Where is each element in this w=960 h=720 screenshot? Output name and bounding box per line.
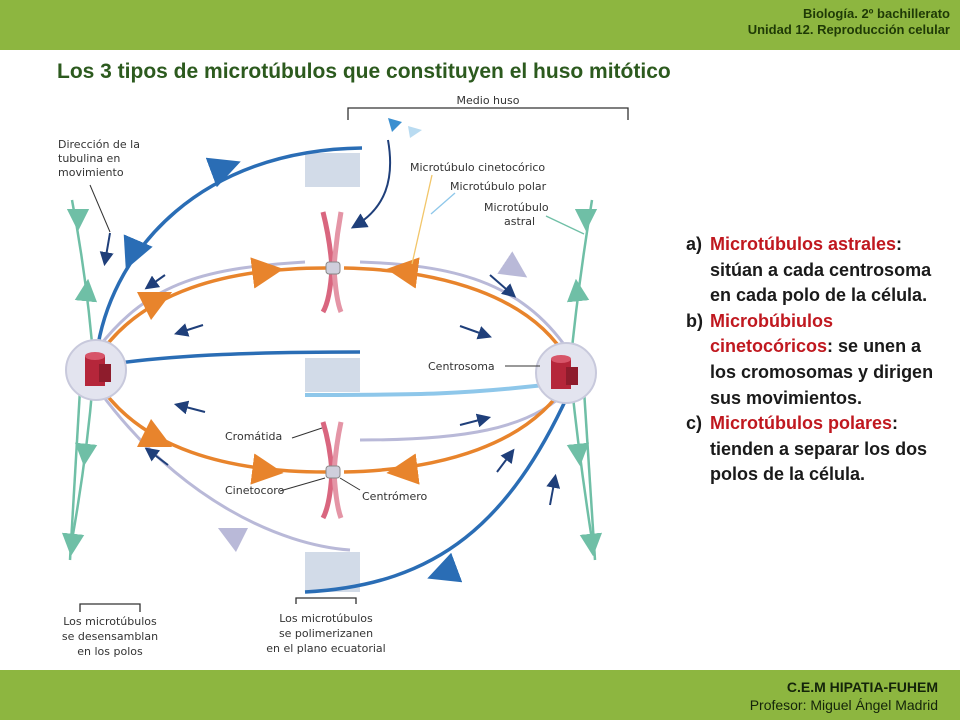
term-astrales: Microtúbulos astrales [710, 234, 897, 254]
label-polimerizan-1: Los microtúbulos [279, 612, 373, 625]
list-marker: a) [686, 234, 703, 254]
list-item: c) Microtúbulos polares: tienden a separ… [686, 411, 948, 488]
centrosome-left [65, 339, 127, 401]
term-description: : tienden a separar los dos polos de la … [710, 413, 928, 485]
curved-arrow [350, 139, 392, 229]
label-polar: Microtúbulo polar [450, 180, 547, 193]
footer-bar: C.E.M HIPATIA-FUHEM Profesor: Miguel Áng… [0, 670, 960, 720]
centrosome-right [535, 342, 597, 404]
label-cinetocoro: Cinetocoro [225, 484, 285, 497]
kinetochore-microtubules [94, 257, 570, 485]
course-info: Biología. 2º bachillerato Unidad 12. Rep… [748, 6, 950, 38]
label-cinetocorico: Microtúbulo cinetocórico [410, 161, 545, 174]
tubulin-subunits [388, 118, 422, 138]
mitotic-spindle-diagram: Medio huso Dirección de la tubulina en m… [58, 94, 629, 658]
footer-info: C.E.M HIPATIA-FUHEM Profesor: Miguel Áng… [750, 678, 938, 714]
list-marker: b) [686, 310, 703, 331]
term-description: : sitúan a cada centrosoma en cada polo … [710, 234, 932, 306]
label-centromero: Centrómero [362, 490, 428, 503]
term-description: : se unen a los cromosomas y dirigen sus… [710, 336, 934, 408]
term-cinetocoricos: Microbúbiulos cinetocóricos [710, 310, 833, 357]
leader-lines [89, 174, 585, 492]
microtubule-types-list: a) Microtúbulos astrales: sitúan a cada … [686, 232, 948, 488]
label-direccion-1: Dirección de la [58, 138, 140, 151]
label-desensamblan-1: Los microtúbulos [63, 615, 157, 628]
list-marker: c) [686, 413, 703, 434]
chromosome-top [320, 211, 344, 314]
label-astral-1: Microtúbulo [484, 201, 549, 214]
equatorial-plates [305, 153, 360, 592]
label-polimerizan-3: en el plano ecuatorial [266, 642, 385, 655]
unit-name: Unidad 12. Reproducción celular [747, 22, 950, 37]
label-centrosoma: Centrosoma [428, 360, 495, 373]
term-polares: Microtúbulos polares [710, 413, 893, 434]
label-polimerizan-2: se polimerizanen [279, 627, 373, 640]
course-name: Biología. 2º bachillerato [802, 6, 950, 21]
teacher-name: Profesor: Miguel Ángel Madrid [749, 697, 938, 713]
polar-microtubules-dark [96, 146, 570, 594]
list-item: a) Microtúbulos astrales: sitúan a cada … [686, 232, 948, 309]
label-desensamblan-2: se desensamblan [62, 630, 158, 643]
chromosome-bottom [320, 421, 344, 520]
direction-arrows [99, 232, 561, 506]
brackets [79, 107, 629, 612]
label-cromatida: Cromátida [225, 430, 282, 443]
diagram-labels: Medio huso Dirección de la tubulina en m… [58, 94, 549, 658]
header-bar: Biología. 2º bachillerato Unidad 12. Rep… [0, 0, 960, 50]
label-medio-huso: Medio huso [457, 94, 520, 107]
label-astral-2: astral [504, 215, 535, 228]
slide-title: Los 3 tipos de microtúbulos que constitu… [57, 60, 671, 83]
school-name: C.E.M HIPATIA-FUHEM [786, 679, 938, 695]
polar-microtubule-right [304, 380, 569, 397]
label-direccion-2: tubulina en [58, 152, 120, 165]
list-item: b) Microbúbiulos cinetocóricos: se unen … [686, 309, 948, 411]
label-direccion-3: movimiento [58, 166, 124, 179]
label-desensamblan-3: en los polos [77, 645, 143, 658]
